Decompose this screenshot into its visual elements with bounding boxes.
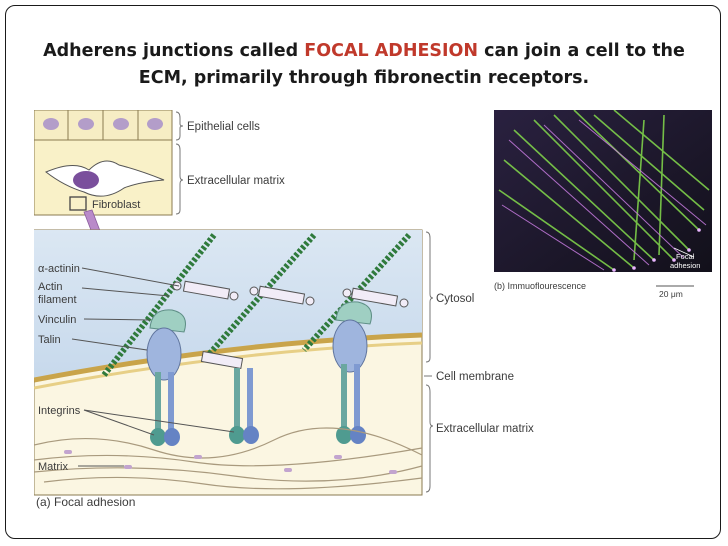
- caption-b: (b) Immuoflourescence: [494, 281, 586, 291]
- actin-label-line1: Actin: [38, 281, 62, 293]
- detail-brackets: [424, 231, 434, 493]
- vinculin-label: Vinculin: [38, 314, 76, 326]
- fibroblast-label: Fibroblast: [92, 199, 140, 211]
- epithelial-cells: [34, 110, 173, 141]
- matrix-label: Matrix: [38, 461, 68, 473]
- slide-title: Adherens junctions called FOCAL ADHESION…: [30, 38, 698, 92]
- slide-frame: [5, 5, 721, 539]
- cell-membrane-label: Cell membrane: [436, 371, 514, 383]
- talin-label: Talin: [38, 334, 61, 346]
- overview-brackets: [175, 111, 184, 215]
- ecm-top-label: Extracellular matrix: [187, 175, 285, 187]
- alpha-actinin-label: α-actinin: [38, 263, 80, 275]
- integrins-label: Integrins: [38, 405, 81, 417]
- alpha-actinin-rods: [172, 280, 409, 369]
- scale-label: 20 μm: [659, 289, 683, 299]
- title-text-start: Adherens junctions called: [43, 41, 305, 61]
- title-highlight: FOCAL ADHESION: [304, 41, 479, 61]
- immunofluorescence-micrograph: [494, 110, 712, 272]
- micrograph-annotation-line2: adhesion: [670, 261, 700, 270]
- matrix-fibers: [34, 427, 423, 490]
- matrix-particles: [64, 450, 397, 474]
- caption-a: (a) Focal adhesion: [36, 495, 135, 509]
- focal-adhesion-figure: Fibroblast Epithelial cells Extracellula…: [34, 110, 712, 509]
- fibroblast-overview: [34, 139, 173, 216]
- actin-label-line2: filament: [38, 294, 77, 306]
- epithelial-label: Epithelial cells: [187, 121, 260, 133]
- adhesion-complexes: [146, 301, 372, 446]
- title-text-end: can join a cell to the ECM, primarily th…: [138, 41, 685, 88]
- micrograph-annotation-line1: Focal: [676, 252, 695, 261]
- left-pointer-lines: [71, 267, 235, 467]
- cytosol-label: Cytosol: [436, 293, 474, 305]
- ecm-bottom-label: Extracellular matrix: [436, 423, 534, 435]
